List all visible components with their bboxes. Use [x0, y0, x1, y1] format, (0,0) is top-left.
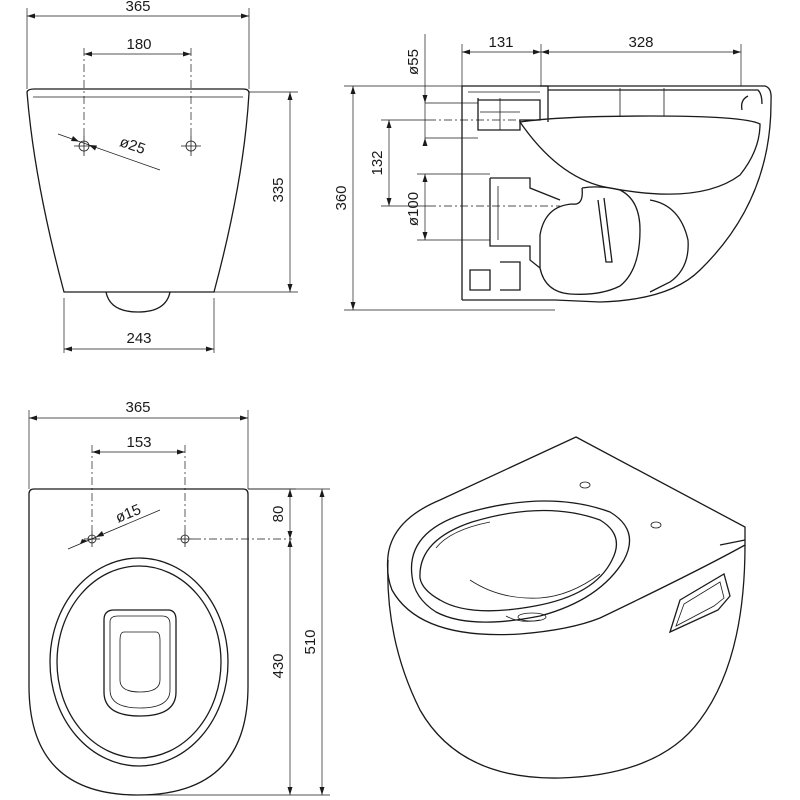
iso-fixing-hole-rear: [579, 481, 591, 489]
dimension-hole-to-front-label: 430: [270, 653, 287, 678]
dimension-height-label: 335: [270, 177, 287, 202]
mounting-hole-right: [181, 136, 201, 156]
top-view-outline: [28, 488, 249, 796]
front-view-outlet: [105, 291, 171, 313]
dimension-hole-diameter-label: ø25: [117, 133, 147, 157]
section-bowl-outline: [518, 115, 761, 195]
top-view: 365 153 ø15 80 430 510: [28, 399, 330, 796]
dimension-fixing-hole-diameter-label: ø15: [113, 501, 143, 526]
dimension-hole-offset-label: 80: [270, 506, 287, 523]
iso-fixing-hole-front: [650, 521, 662, 529]
iso-side-opening: [668, 573, 731, 634]
front-view: 365 180 ø25 335 243: [26, 0, 298, 353]
dimension-front-depth-label: 328: [628, 34, 653, 51]
iso-top-outline: [386, 436, 746, 636]
top-view-rim-outer: [49, 557, 229, 767]
side-section-view: 131 328 360 ø55 132 ø100: [333, 34, 772, 311]
section-rear-outline: [461, 85, 555, 301]
dimension-total-length-label: 510: [302, 629, 319, 654]
section-inlet-channel: [477, 98, 541, 131]
top-view-bowl-opening: [103, 609, 177, 717]
dimension-fixing-hole-spacing-label: 153: [126, 434, 151, 451]
dimension-width-label: 365: [125, 0, 150, 15]
dimension-hole-spacing-label: 180: [126, 36, 151, 53]
iso-body-outline: [387, 544, 746, 779]
section-outlet-pipe: [489, 177, 561, 269]
dimension-total-height-label: 360: [333, 185, 350, 210]
dimension-rear-depth-label: 131: [488, 34, 513, 51]
section-outer-shell: [540, 85, 772, 303]
top-view-rim-inner: [56, 565, 222, 759]
dimension-top-width-label: 365: [125, 399, 150, 416]
dimension-inlet-diameter-label: ø55: [405, 49, 422, 75]
section-trap: [539, 186, 641, 295]
dimension-outlet-diameter-label: ø100: [405, 192, 422, 226]
dimension-axis-spacing-label: 132: [369, 150, 386, 175]
iso-rim-outer: [410, 500, 631, 623]
dimension-base-width-label: 243: [126, 330, 151, 347]
iso-bowl-inner: [419, 509, 618, 612]
front-view-body-outline: [26, 88, 250, 293]
isometric-view: [386, 436, 746, 779]
fixing-hole-right: [177, 531, 193, 547]
